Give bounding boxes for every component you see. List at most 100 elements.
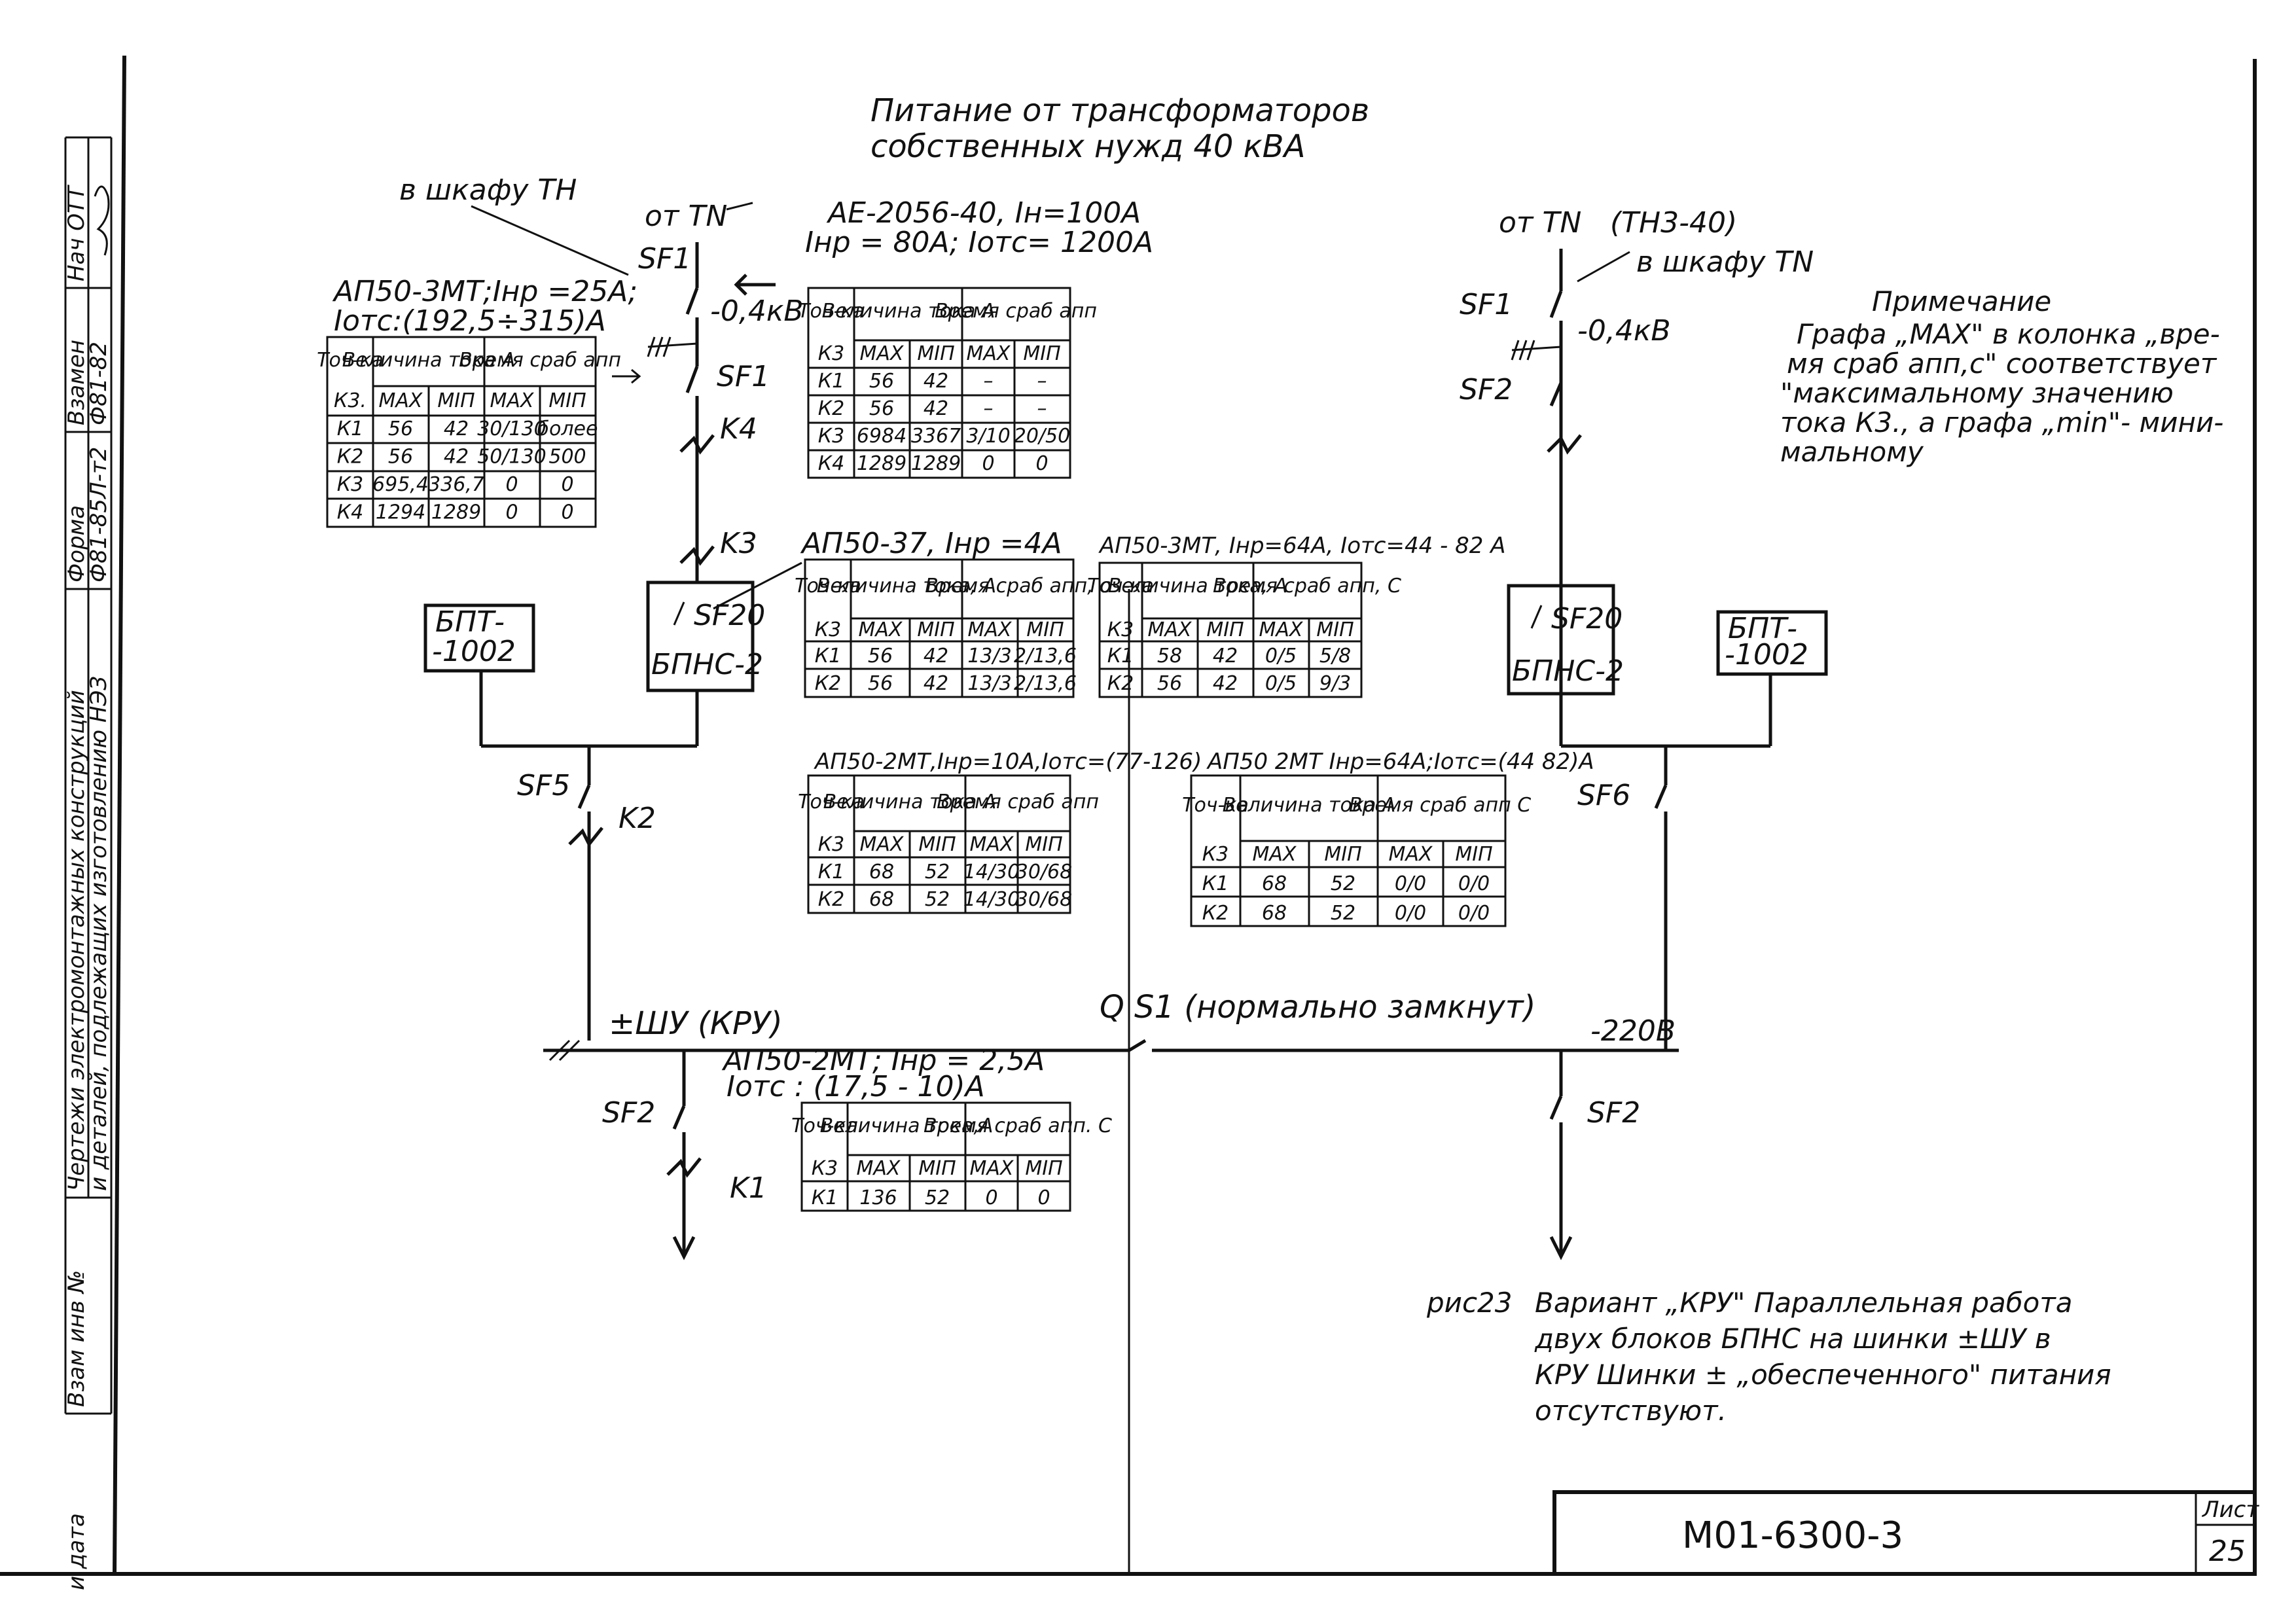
t3-h2: Величина тока, А xyxy=(817,575,996,597)
bpnc-right: БПНС-2 xyxy=(1512,654,1624,688)
t7-min: МIП xyxy=(918,1157,956,1180)
t3-cell-r1-c0: К2 xyxy=(815,672,841,695)
t3-max2: МАХ xyxy=(968,618,1013,641)
t5-cell-r1-c0: К2 xyxy=(818,888,844,911)
t2-max2: МАХ xyxy=(967,342,1011,365)
t5-min2: МIП xyxy=(1025,833,1062,856)
t2-cell-r0-c4: – xyxy=(1037,370,1047,393)
t2-k3: К3 xyxy=(818,342,844,365)
t1-cell-r1-c3: 50/130 xyxy=(477,446,547,469)
table-t1: Точ-ка Величина тока А Время сраб апп К3… xyxy=(317,336,621,528)
t2-cell-r3-c2: 1289 xyxy=(911,452,961,475)
sf1-right: SF1 xyxy=(1460,288,1513,321)
t2-cell-r2-c0: К3 xyxy=(818,425,844,448)
t4-min: МIП xyxy=(1206,618,1244,641)
t1-cell-r2-c1: 695,4 xyxy=(372,473,429,496)
t7-cell-r0-c3: 0 xyxy=(985,1186,997,1209)
sf1-lower-label: SF1 xyxy=(717,360,770,393)
t1-cell-r0-c1: 56 xyxy=(388,418,413,440)
bpt-right-2: -1002 xyxy=(1725,638,1808,671)
t2-cell-r0-c0: К1 xyxy=(818,370,844,393)
bpt-right-1: БПТ- xyxy=(1728,612,1797,645)
t7-h2: Величина тока,А xyxy=(820,1115,994,1137)
t5-k3: К3 xyxy=(818,833,844,856)
signature-icon xyxy=(94,185,110,256)
t2-h2: Величина тока А xyxy=(822,300,996,323)
t3-cell-r0-c1: 56 xyxy=(868,645,893,668)
ap50-3mt-left-caption: АП50-3МТ;Iнр =25А; xyxy=(332,275,637,308)
t4-h3: Время сраб апп, С xyxy=(1213,575,1401,597)
figure-caption-1: Вариант „КРУ" Параллельная работа xyxy=(1535,1287,2073,1319)
t1-cell-r1-c0: К2 xyxy=(337,446,363,469)
t4-cell-r0-c3: 0/5 xyxy=(1265,645,1297,668)
t6-k3: К3 xyxy=(1202,843,1229,866)
t1-k3: К3. xyxy=(334,389,367,412)
t7-max2: МАХ xyxy=(970,1157,1014,1180)
t4-cell-r1-c1: 56 xyxy=(1157,672,1182,695)
t2-h1: Точ-ка xyxy=(798,300,865,323)
stamp-vzam-inv: Взам инв № xyxy=(63,1270,90,1407)
table-t5: Точ-ка Величина тока А Время сраб апп К3… xyxy=(798,774,1099,914)
sf1-upper-label: SF1 xyxy=(638,242,691,276)
t2-cell-r1-c1: 56 xyxy=(869,397,894,420)
t1-cell-r1-c4: 500 xyxy=(548,446,586,469)
sf2-left: SF2 xyxy=(602,1096,655,1130)
ot-tn-left: от TN xyxy=(645,200,727,233)
t4-cell-r0-c0: К1 xyxy=(1107,645,1134,668)
page-title-2: собственных нужд 40 кВА xyxy=(870,128,1305,165)
t2-cell-r3-c0: К4 xyxy=(818,452,844,475)
t1-max2: МАХ xyxy=(490,389,535,412)
t3-h1: Точ-ка xyxy=(795,575,861,597)
t3-cell-r1-c4: 2/13,6 xyxy=(1014,672,1077,695)
k4-label: K4 xyxy=(720,412,757,446)
bus-line: ±ШУ (КРУ) Q S1 (нормально замкнут) xyxy=(543,989,1679,1061)
t1-cell-r2-c2: 336,7 xyxy=(428,473,484,496)
sf2-right-lower: SF2 xyxy=(1587,1096,1640,1130)
t3-cell-r0-c0: К1 xyxy=(815,645,841,668)
drawing-frame xyxy=(0,55,2257,1576)
t7-cell-r0-c4: 0 xyxy=(1037,1186,1050,1209)
t4-k3: К3 xyxy=(1107,618,1134,641)
figure-number: рис23 xyxy=(1426,1287,1513,1319)
title-block: М01-6300-3 Лист 25 xyxy=(1552,1490,2259,1576)
t1-h1: Точ-ка xyxy=(317,349,384,372)
t1-cell-r2-c0: К3 xyxy=(337,473,363,496)
t2-cell-r3-c4: 0 xyxy=(1035,452,1048,475)
t2-cell-r2-c1: 6984 xyxy=(857,425,906,448)
ot-tn-right: от TN xyxy=(1499,206,1581,240)
t4-cell-r1-c4: 9/3 xyxy=(1319,672,1351,695)
t6-min2: МIП xyxy=(1455,843,1492,866)
t7-max: МАХ xyxy=(857,1157,901,1180)
ae-caption-2: Iнр = 80А; Iотс= 1200А xyxy=(805,226,1153,259)
bpnc-left: БПНС-2 xyxy=(651,648,763,681)
note-line-5: мальному xyxy=(1780,436,1924,468)
v-shkafu-label: в шкафу ТН xyxy=(399,173,577,207)
t2-cell-r2-c3: 3/10 xyxy=(966,425,1010,448)
note-line-3: "максимальному значению xyxy=(1780,377,2174,409)
k2-label: K2 xyxy=(619,802,656,835)
table-t6: Точ-ка Величина тока А Время сраб апп С … xyxy=(1182,774,1531,927)
t1-cell-r1-c2: 42 xyxy=(444,446,469,469)
t3-cell-r0-c3: 13/3 xyxy=(967,645,1011,668)
t1-cell-r0-c2: 42 xyxy=(444,418,469,440)
t5-h3: Время сраб апп xyxy=(937,791,1099,813)
note-line-2: мя сраб апп,с" соответствует xyxy=(1787,348,2217,380)
t2-h3: Время сраб апп xyxy=(935,300,1097,323)
t5-cell-r1-c4: 30/68 xyxy=(1016,888,1072,911)
t5-cell-r1-c3: 14/30 xyxy=(963,888,1020,911)
t4-max: МАХ xyxy=(1148,618,1193,641)
t4-cell-r1-c0: К2 xyxy=(1107,672,1134,695)
bus-left-label: ±ШУ (КРУ) xyxy=(609,1005,783,1042)
t1-cell-r3-c1: 1294 xyxy=(376,501,425,524)
table-t4: Точ-ка Величина тока, А Время сраб апп, … xyxy=(1087,562,1401,698)
table-t3: Точ-ка Величина тока, А Время сраб апп, … xyxy=(795,558,1111,698)
sf5-label: SF5 xyxy=(517,769,570,802)
t4-min2: МIП xyxy=(1316,618,1354,641)
figure-caption-3: КРУ Шинки ± „обеспеченного" питания xyxy=(1535,1359,2111,1391)
ae-caption: АЕ-2056-40, Iн=100А xyxy=(826,196,1141,230)
ap50-2mt-bottom-caption-2: Iотс : (17,5 - 10)А xyxy=(726,1070,985,1103)
t5-h2: Величина тока А xyxy=(823,791,997,813)
lower-left-feeder: SF2 K1 xyxy=(602,1050,767,1260)
